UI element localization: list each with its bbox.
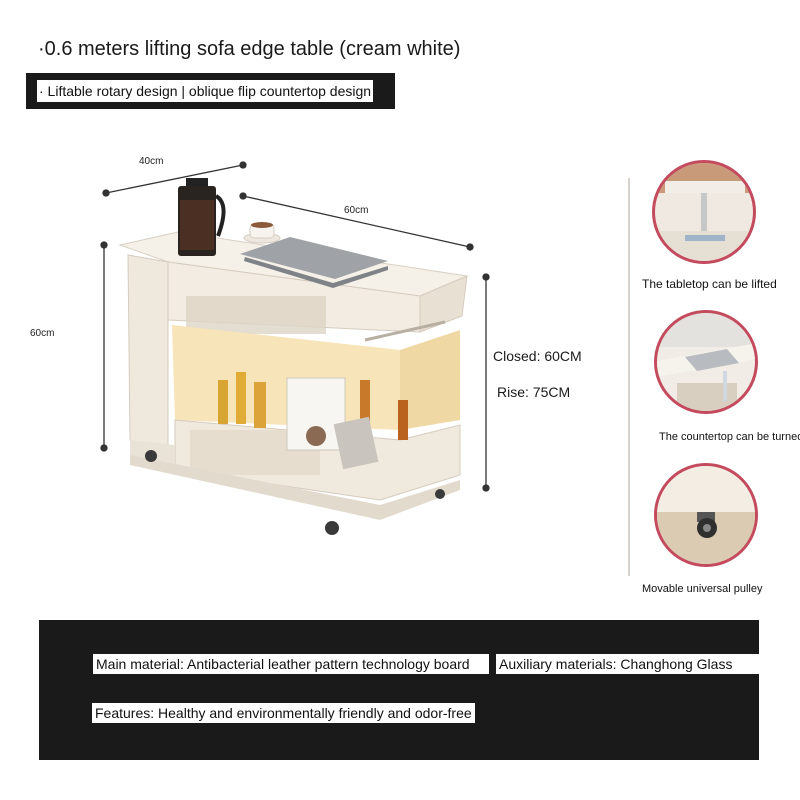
page-title: ·0.6 meters lifting sofa edge table (cre… (38, 38, 461, 60)
divider (628, 178, 630, 576)
materials-panel (39, 620, 759, 760)
tilt-detail-icon (654, 310, 758, 414)
material-features: Features: Healthy and environmentally fr… (92, 703, 475, 723)
width-label: 60cm (344, 205, 369, 216)
subtitle: · Liftable rotary design | oblique flip … (37, 80, 374, 102)
feature-caption-tilt: The countertop can be turned (659, 431, 800, 443)
feature-caption-lift: The tabletop can be lifted (642, 277, 777, 291)
product-illustration (100, 161, 490, 535)
rise-height: Rise: 75CM (497, 384, 571, 400)
main-material: Main material: Antibacterial leather pat… (93, 654, 489, 674)
coffee-press (178, 178, 226, 256)
feature-caption-pulley: Movable universal pulley (642, 583, 763, 595)
cabinet-body (118, 231, 469, 520)
dimension-lines (100, 161, 490, 492)
height-label: 60cm (30, 328, 55, 339)
caster-wheels (145, 450, 445, 535)
laptop (240, 237, 388, 288)
auxiliary-material: Auxiliary materials: Changhong Glass (496, 654, 766, 674)
coffee-cup (243, 222, 281, 244)
lift-detail-icon (652, 160, 756, 264)
caster-detail-icon (654, 463, 758, 567)
closed-height: Closed: 60CM (493, 348, 582, 364)
depth-label: 40cm (139, 156, 164, 167)
